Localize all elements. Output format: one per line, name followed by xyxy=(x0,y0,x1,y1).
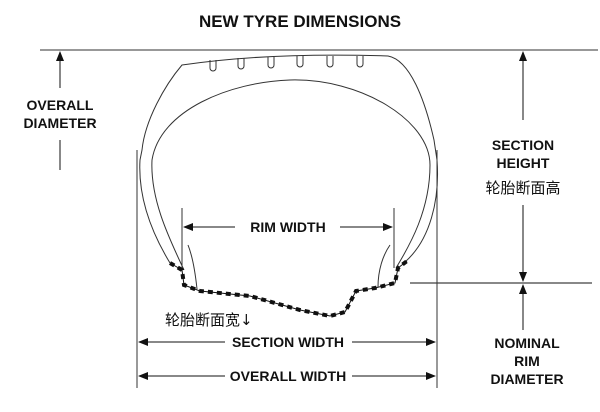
nominal-rim-diameter-label-1: NOMINAL xyxy=(494,335,560,351)
section-height-label-cn: 轮胎断面高 xyxy=(485,179,560,197)
diagram-title: NEW TYRE DIMENSIONS xyxy=(199,12,401,31)
section-height-dimension: SECTION HEIGHT 轮胎断面高 xyxy=(485,51,561,282)
section-width-label: SECTION WIDTH xyxy=(232,334,344,350)
tyre-cross-section xyxy=(139,54,438,319)
section-width-dimension: SECTION WIDTH xyxy=(138,334,436,350)
nominal-rim-diameter-label-2: RIM xyxy=(514,353,540,369)
overall-width-label: OVERALL WIDTH xyxy=(230,368,346,384)
overall-diameter-dimension: OVERALL DIAMETER xyxy=(23,51,97,170)
section-height-label-2: HEIGHT xyxy=(497,155,550,171)
overall-diameter-label-1: OVERALL xyxy=(27,97,94,113)
rim-width-label: RIM WIDTH xyxy=(250,219,325,235)
nominal-rim-diameter-label-3: DIAMETER xyxy=(490,371,563,387)
section-width-label-cn: 轮胎断面宽↓ xyxy=(165,311,253,329)
section-height-label-1: SECTION xyxy=(492,137,554,153)
overall-width-dimension: OVERALL WIDTH xyxy=(138,368,436,384)
overall-diameter-label-2: DIAMETER xyxy=(23,115,96,131)
rim-width-dimension: RIM WIDTH xyxy=(183,219,393,235)
nominal-rim-diameter-dimension: NOMINAL RIM DIAMETER xyxy=(490,284,564,387)
